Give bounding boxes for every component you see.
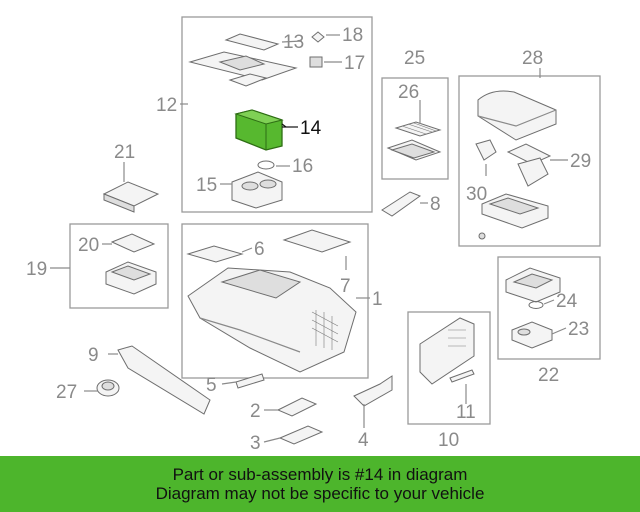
leader-lines: [50, 34, 568, 443]
part-26-mat[interactable]: [394, 121, 442, 137]
part-18-clip[interactable]: [311, 31, 325, 43]
part-25-tray[interactable]: [386, 139, 442, 161]
callout-19: 19: [26, 259, 47, 280]
part-11-strip[interactable]: [449, 369, 475, 383]
group-frame-22: [497, 256, 601, 360]
part-13-trim-strip[interactable]: [224, 33, 280, 51]
part-30-hinge[interactable]: [475, 139, 497, 161]
part-8-bracket[interactable]: [381, 191, 422, 217]
callout-9: 9: [88, 345, 99, 366]
part-28-screw[interactable]: [478, 232, 486, 240]
callout-27: 27: [56, 382, 77, 403]
callout-30: 30: [466, 184, 487, 205]
callout-12: 12: [156, 95, 177, 116]
callout-24: 24: [556, 291, 578, 312]
callout-21: 21: [114, 142, 135, 163]
callout-2: 2: [250, 401, 261, 422]
part-23-cup-insert[interactable]: [511, 321, 553, 349]
callout-8: 8: [430, 194, 441, 215]
callout-5: 5: [206, 375, 217, 396]
part-3-bracket[interactable]: [278, 425, 324, 445]
callout-16: 16: [292, 156, 313, 177]
part-7-mat[interactable]: [282, 229, 352, 253]
group-frame-10: [407, 311, 491, 425]
group-frame-19: [69, 223, 169, 309]
group-frame-1: [181, 223, 369, 379]
part-1-console-body[interactable]: [187, 267, 357, 373]
part-27-knob[interactable]: [96, 379, 120, 397]
callout-6: 6: [254, 239, 265, 260]
part-22-bezel[interactable]: [505, 267, 561, 303]
part-28-armrest-lid[interactable]: [477, 90, 557, 141]
callout-20: 20: [78, 235, 99, 256]
info-banner: Part or sub-assembly is #14 in diagram D…: [0, 456, 640, 512]
callout-22: 22: [538, 365, 559, 386]
callout-10: 10: [438, 430, 459, 451]
group-frame-25: [381, 77, 449, 180]
part-5-strip[interactable]: [235, 373, 265, 389]
callout-17: 17: [344, 53, 365, 74]
callout-1: 1: [372, 289, 383, 310]
group-frame-28: [458, 75, 601, 247]
part-2-bracket[interactable]: [276, 397, 318, 417]
part-28-latch-assembly[interactable]: [517, 157, 549, 187]
callout-23: 23: [568, 319, 589, 340]
callout-13: 13: [283, 32, 304, 53]
part-24-oring[interactable]: [528, 301, 544, 309]
part-14-storage-bin[interactable]: [234, 109, 284, 151]
part-10-side-trim[interactable]: [419, 317, 475, 385]
group-frame-12: [181, 16, 373, 213]
callout-14: 14: [300, 118, 322, 139]
part-20-pad[interactable]: [110, 233, 156, 253]
part-9-side-panel[interactable]: [117, 345, 211, 415]
part-6-pad[interactable]: [186, 245, 244, 263]
callout-11: 11: [456, 402, 476, 423]
banner-line-disclaimer: Diagram may not be specific to your vehi…: [155, 484, 485, 503]
callout-25: 25: [404, 48, 425, 69]
part-21-plate[interactable]: [102, 181, 160, 213]
callout-26: 26: [398, 82, 419, 103]
callout-18: 18: [342, 25, 363, 46]
callout-28: 28: [522, 48, 543, 69]
exploded-parts-diagram: 13 18 17 12 14 16 15 25 26 28 29 30 8 21…: [26, 16, 601, 454]
part-19-tray[interactable]: [105, 261, 157, 295]
part-15-cup-holder[interactable]: [231, 171, 283, 209]
part-16-oring[interactable]: [257, 160, 275, 170]
banner-line-part-number: Part or sub-assembly is #14 in diagram: [172, 465, 468, 484]
callout-15: 15: [196, 175, 217, 196]
callout-29: 29: [570, 151, 591, 172]
callout-3: 3: [250, 433, 261, 454]
callout-4: 4: [358, 430, 369, 451]
callout-7: 7: [340, 276, 351, 297]
part-28-lower-tray[interactable]: [481, 193, 549, 229]
part-4-bracket[interactable]: [353, 375, 393, 407]
part-12-upper-panel[interactable]: [188, 51, 298, 87]
part-17-block[interactable]: [309, 56, 323, 68]
